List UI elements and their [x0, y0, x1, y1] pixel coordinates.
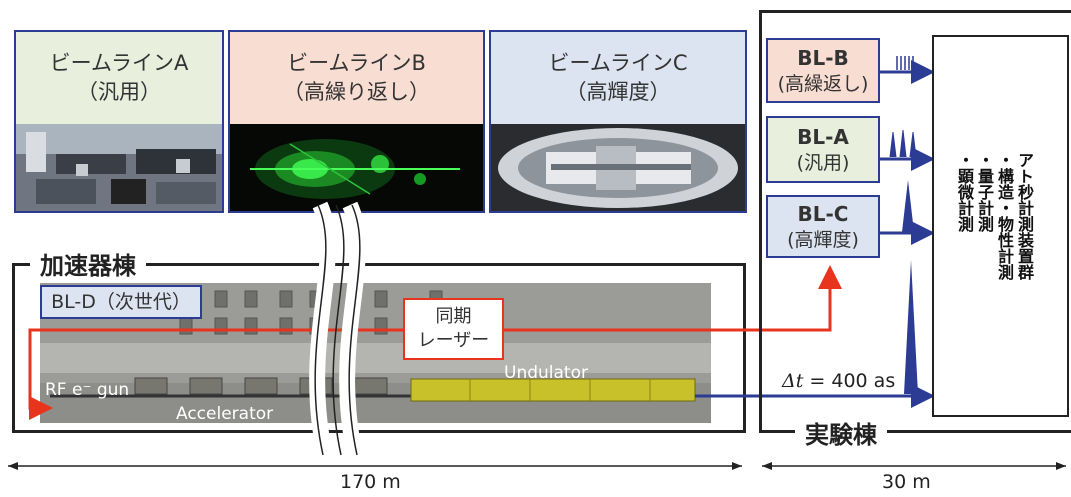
beamline-c-header: ビームラインC （高輝度） [491, 32, 745, 124]
instrument-text: アト秒計測装置群 ・構造・物性計測 ・量子計測 ・顕微計測 [954, 152, 1034, 280]
delta-t-symbol: Δt [782, 370, 804, 392]
bl-b-sub: (高繰返し) [777, 72, 869, 95]
sync-laser-box: 同期 レーザー [403, 298, 504, 360]
accelerator-hall-title: 加速器棟 [30, 251, 146, 281]
sync-laser-line1: 同期 [435, 306, 472, 327]
beamline-a-title: ビームラインA [49, 51, 189, 75]
accelerator-hall-frame [12, 263, 746, 433]
beamline-b-card: ビームラインB （高繰り返し） [228, 30, 485, 213]
dimension-30m: 30 m [882, 471, 931, 493]
sync-laser-line2: レーザー [417, 330, 490, 351]
dimension-170m: 170 m [340, 471, 401, 493]
experiment-hall-frame [759, 10, 1071, 433]
instrument-item-quantum: ・量子計測 [975, 152, 994, 232]
instrument-title: アト秒計測装置群 [1015, 152, 1034, 280]
beamline-b-header: ビームラインB （高繰り返し） [230, 32, 483, 124]
experiment-hall-title: 実験棟 [795, 420, 887, 450]
instrument-item-structure: ・構造・物性計測 [995, 152, 1014, 280]
beamline-b-subtitle: （高繰り返し） [283, 80, 430, 104]
beamline-c-subtitle: （高輝度） [565, 80, 671, 104]
beamline-a-header: ビームラインA （汎用） [16, 32, 222, 124]
undulator-label: Undulator [504, 363, 588, 383]
bl-a-sub: (汎用) [796, 151, 850, 174]
bl-c-box: BL-C (高輝度) [766, 195, 880, 258]
bl-c-sub: (高輝度) [787, 228, 859, 251]
beamline-c-card: ビームラインC （高輝度） [489, 30, 747, 213]
bl-a-name: BL-A [797, 124, 849, 149]
bl-d-box: BL-D（次世代） [40, 285, 202, 319]
beamline-a-subtitle: （汎用） [77, 80, 161, 104]
delta-t-label: Δt = 400 as [782, 370, 895, 392]
accelerator-label: Accelerator [176, 404, 274, 424]
beamline-c-title: ビームラインC [548, 51, 688, 75]
instrument-box: アト秒計測装置群 ・構造・物性計測 ・量子計測 ・顕微計測 [932, 35, 1069, 417]
bl-b-box: BL-B (高繰返し) [766, 38, 880, 103]
beamline-a-photo [16, 124, 222, 211]
delta-t-value: = 400 as [809, 370, 896, 392]
beamline-b-photo [230, 124, 483, 211]
rf-gun-label: RF e⁻ gun [45, 380, 130, 400]
bl-b-name: BL-B [797, 45, 849, 70]
instrument-item-microscopy: ・顕微計測 [955, 152, 974, 232]
bl-a-box: BL-A (汎用) [766, 116, 880, 183]
bl-c-name: BL-C [797, 201, 849, 226]
beamline-c-photo [491, 124, 745, 211]
bl-d-label: BL-D（次世代） [51, 291, 191, 313]
beamline-b-title: ビームラインB [287, 51, 426, 75]
beamline-a-card: ビームラインA （汎用） [14, 30, 224, 213]
